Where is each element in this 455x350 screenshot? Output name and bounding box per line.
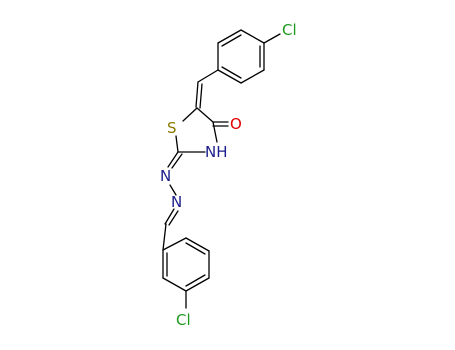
top-benzene-ring	[217, 29, 265, 84]
atom-nh: NH	[205, 143, 228, 161]
bond-c2-to-n1-b	[171, 153, 183, 169]
atom-cl-bottom: Cl	[176, 311, 191, 329]
atom-n1: N	[160, 167, 171, 185]
bond-n2-to-ch-a	[164, 208, 175, 225]
atom-n2: N	[171, 193, 182, 211]
atom-cl-top: Cl	[282, 21, 297, 39]
bond-ring-to-ch-top	[197, 69, 219, 83]
bond-c2-to-n1-a	[167, 151, 179, 168]
bond-exocyclic-double-b	[199, 83, 203, 109]
bond-n1-to-n2	[169, 184, 177, 196]
atom-s: S	[167, 119, 177, 137]
atom-o: O	[230, 115, 242, 133]
bond-ch-to-ring-bottom	[162, 223, 167, 251]
bond-ring-to-cl-top	[263, 33, 281, 44]
bond-exocyclic-double-a	[195, 81, 199, 108]
bottom-benzene-ring	[162, 237, 210, 292]
bond-n2-to-ch-b	[168, 210, 179, 226]
thiazolone-ring	[175, 107, 218, 153]
